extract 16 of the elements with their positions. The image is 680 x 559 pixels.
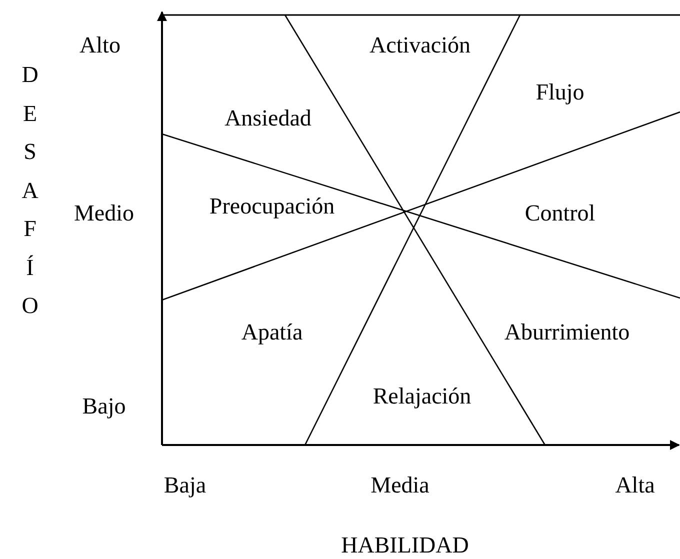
axis-label: Baja bbox=[164, 472, 206, 498]
region-label: Relajación bbox=[372, 383, 472, 409]
axis-label: Alta bbox=[615, 472, 655, 498]
region-label: Aburrimiento bbox=[504, 319, 630, 345]
region-label: Ansiedad bbox=[224, 105, 312, 131]
axis-label: Media bbox=[370, 472, 430, 498]
region-label: Flujo bbox=[536, 79, 584, 105]
axis-title: HABILIDAD bbox=[341, 532, 469, 558]
axis-label: Bajo bbox=[82, 393, 126, 419]
region-label: Activación bbox=[370, 32, 470, 58]
axis-label: Medio bbox=[74, 200, 134, 226]
axis-label: Alto bbox=[80, 32, 120, 58]
region-label: Preocupación bbox=[209, 193, 335, 219]
region-label: Control bbox=[524, 200, 596, 226]
axis-title: DESAFÍO bbox=[20, 61, 40, 320]
region-label: Apatía bbox=[241, 319, 303, 345]
